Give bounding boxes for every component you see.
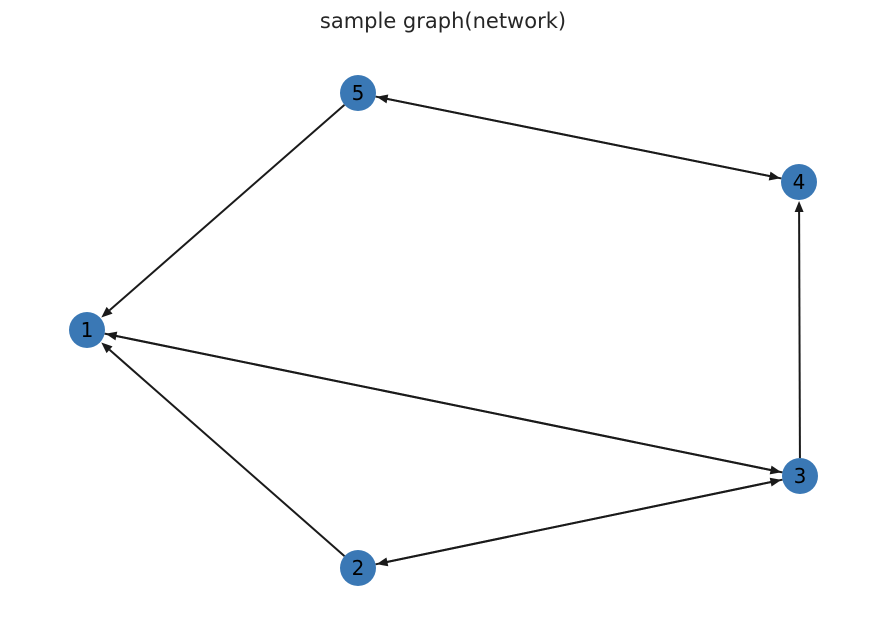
arrowhead-icon — [105, 331, 118, 341]
graph-title: sample graph(network) — [320, 9, 566, 33]
node-label: 4 — [793, 170, 806, 194]
edge-2-to-1 — [101, 342, 346, 557]
edge-line — [108, 104, 346, 312]
edge-line — [387, 478, 783, 563]
edge-3-to-2 — [376, 478, 783, 567]
node-2: 2 — [340, 550, 376, 586]
node-circle — [340, 75, 376, 111]
arrowhead-icon — [376, 557, 389, 567]
edges-layer — [101, 94, 804, 567]
arrowhead-icon — [101, 342, 113, 354]
edge-line — [108, 349, 346, 557]
node-circle — [782, 458, 818, 494]
node-circle — [781, 164, 817, 200]
edge-3-to-1 — [105, 331, 783, 474]
edge-line — [387, 97, 782, 180]
node-1: 1 — [69, 312, 105, 348]
edge-5-to-1 — [101, 104, 346, 318]
node-4: 4 — [781, 164, 817, 200]
node-label: 2 — [352, 556, 365, 580]
node-5: 5 — [340, 75, 376, 111]
edge-3-to-4 — [794, 200, 804, 459]
edge-line — [798, 211, 801, 459]
nodes-layer: 1 2 3 4 5 — [69, 75, 818, 586]
arrowhead-icon — [101, 306, 113, 318]
edge-4-to-5 — [376, 94, 782, 180]
arrowhead-icon — [376, 94, 389, 104]
node-3: 3 — [782, 458, 818, 494]
node-circle — [69, 312, 105, 348]
arrowhead-icon — [794, 200, 804, 213]
node-circle — [340, 550, 376, 586]
node-label: 5 — [352, 81, 365, 105]
edge-line — [116, 335, 783, 474]
node-label: 1 — [81, 318, 94, 342]
node-label: 3 — [794, 464, 807, 488]
